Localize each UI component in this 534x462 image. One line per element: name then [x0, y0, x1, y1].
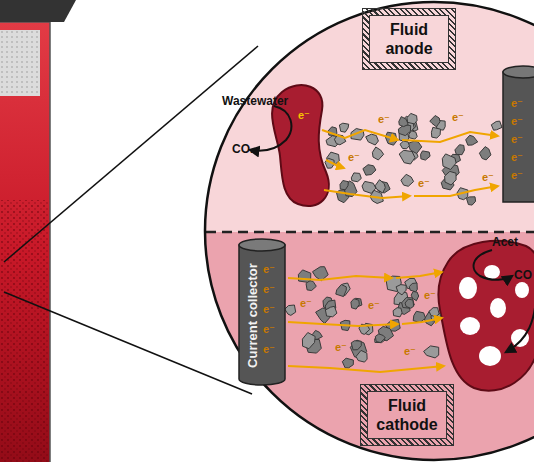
- anode-region: [190, 0, 534, 232]
- conductive-particle: [402, 298, 415, 309]
- electron-flow: [288, 130, 498, 372]
- conductive-particle: [399, 117, 408, 127]
- conductive-particle: [408, 141, 422, 153]
- species-label: Acet: [492, 235, 518, 249]
- electron-label: e⁻: [378, 112, 390, 126]
- current-collector: Current collector: [238, 238, 286, 386]
- conductive-particle: [340, 181, 348, 190]
- conductive-particle: [491, 121, 502, 130]
- conductive-particle: [325, 306, 337, 317]
- electron-label: e⁻: [263, 262, 275, 276]
- conductive-particle: [302, 333, 315, 349]
- conductive-particle: [351, 299, 359, 309]
- conductive-particle: [342, 358, 353, 368]
- test-tube: [0, 0, 76, 462]
- conductive-particle: [396, 285, 406, 295]
- electron-label: e⁻: [424, 288, 436, 302]
- electron-label: e⁻: [298, 108, 310, 122]
- conductive-particle: [407, 113, 417, 124]
- electron-label: e⁻: [263, 302, 275, 316]
- region-label: Fluid cathode: [367, 391, 447, 439]
- magnifier-outline: [205, 2, 534, 460]
- conductive-particle: [363, 165, 376, 176]
- electron-label: e⁻: [335, 340, 347, 354]
- conductive-particle: [336, 285, 347, 297]
- electron-label: e⁻: [263, 342, 275, 356]
- species-label: Wastewater: [222, 94, 288, 108]
- conductive-particle: [375, 334, 385, 343]
- electron-label: e⁻: [263, 282, 275, 296]
- conductive-particle: [431, 127, 440, 138]
- conductive-particle: [401, 174, 414, 186]
- magnified-view: [190, 0, 534, 462]
- conductive-particle: [445, 171, 457, 185]
- current-collector-cylinder: [503, 66, 534, 202]
- electron-label: e⁻: [452, 110, 464, 124]
- electron-label: e⁻: [511, 114, 523, 128]
- conductive-particle: [351, 341, 361, 350]
- electron-label: e⁻: [511, 168, 523, 182]
- conductive-particle: [429, 308, 439, 317]
- conductive-particle: [430, 116, 440, 127]
- metabolism-arrow: [250, 106, 534, 352]
- tube-cap: [0, 0, 76, 22]
- electron-label: e⁻: [511, 132, 523, 146]
- conductive-particle: [467, 197, 476, 205]
- conductive-particle: [405, 299, 414, 308]
- membrane-line: [190, 231, 534, 234]
- electron-label: e⁻: [263, 322, 275, 336]
- conductive-particle: [285, 305, 296, 315]
- region-label-box: Fluid cathode: [360, 384, 454, 446]
- electron-label: e⁻: [511, 96, 523, 110]
- conductive-particle: [409, 283, 417, 292]
- conductive-particle: [424, 346, 439, 358]
- conductive-particle: [372, 147, 383, 160]
- electron-label: e⁻: [511, 150, 523, 164]
- conductive-particle: [298, 270, 310, 282]
- conductive-particle: [339, 123, 348, 132]
- electron-label: e⁻: [348, 150, 360, 164]
- particle-chains: [285, 113, 502, 368]
- conductive-particle: [479, 147, 491, 160]
- electron-label: e⁻: [418, 176, 430, 190]
- cathode-region: [190, 232, 534, 462]
- conductive-particle: [356, 350, 367, 362]
- conductive-particle: [421, 151, 431, 160]
- conductive-particle: [442, 154, 456, 170]
- electron-label: e⁻: [482, 170, 494, 184]
- conductive-particle: [400, 141, 409, 149]
- region-label-box: Fluid anode: [362, 8, 456, 70]
- conductive-particle: [399, 150, 415, 164]
- electron-label: e⁻: [368, 298, 380, 312]
- cathode-cell: [438, 241, 534, 391]
- electron-label: e⁻: [404, 344, 416, 358]
- conductive-particle: [466, 135, 478, 145]
- conductive-particle: [366, 134, 379, 145]
- zoom-line: [4, 292, 252, 394]
- electron-label: e⁻: [300, 296, 312, 310]
- species-label: CO: [514, 268, 532, 282]
- species-label: CO₂: [232, 142, 255, 156]
- region-label: Fluid anode: [369, 15, 449, 63]
- conductive-particle: [455, 145, 465, 155]
- collector-label: Current collector: [245, 263, 260, 368]
- conductive-particle: [351, 173, 361, 182]
- conductive-particle: [393, 308, 402, 317]
